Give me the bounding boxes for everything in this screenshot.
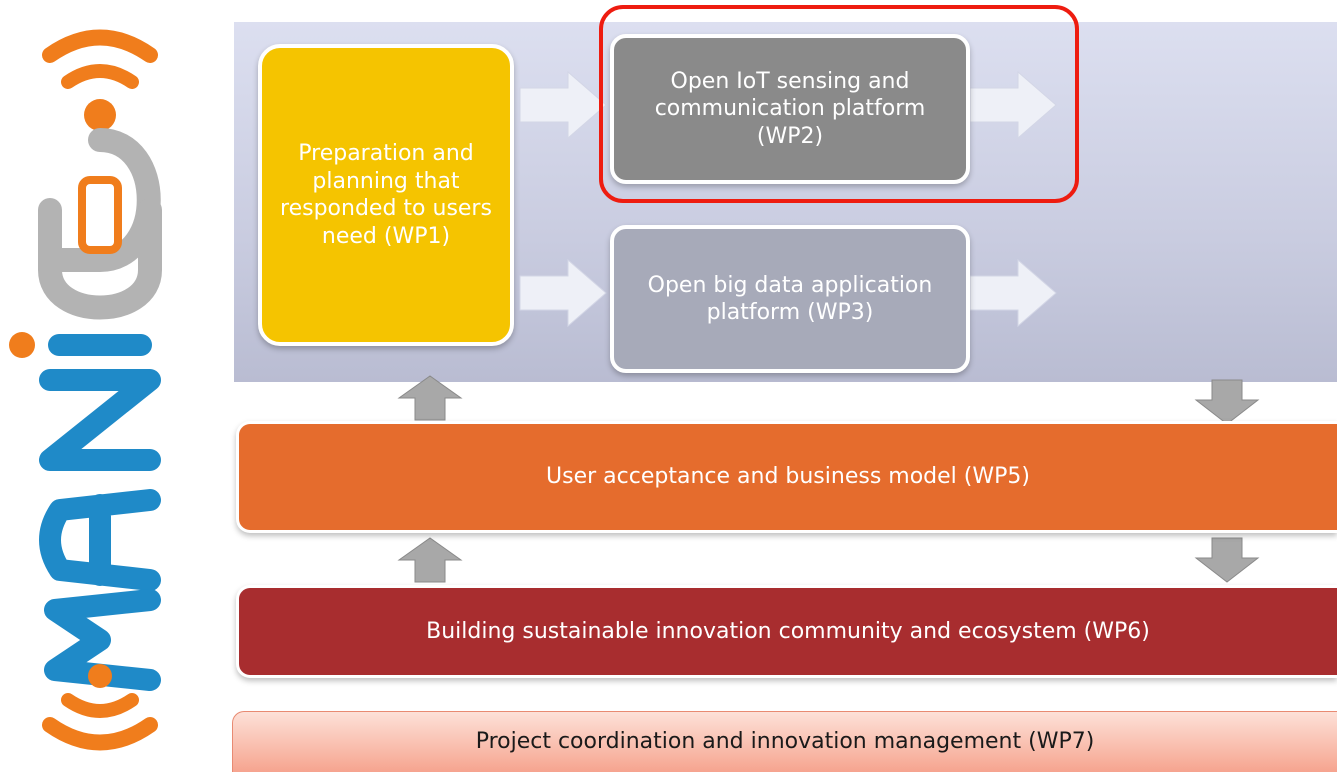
wp7-label: Project coordination and innovation mana… xyxy=(475,729,1095,755)
wp6-box: Building sustainable innovation communit… xyxy=(236,585,1337,678)
wp2-highlight-outline xyxy=(599,5,1079,203)
arrow-up-wp5-to-band-icon xyxy=(397,375,463,421)
wp3-label: Open big data application platform (WP3) xyxy=(647,272,933,326)
wp7-box: Project coordination and innovation mana… xyxy=(232,711,1337,772)
wp5-box: User acceptance and business model (WP5) xyxy=(236,421,1337,533)
arrow-down-band-to-wp5-icon xyxy=(1194,379,1260,425)
wp6-label: Building sustainable innovation communit… xyxy=(426,618,1150,644)
wp5-label: User acceptance and business model (WP5) xyxy=(546,464,1030,490)
arrow-down-wp5-to-wp6-icon xyxy=(1194,537,1260,583)
wp1-box: Preparation and planning that responded … xyxy=(258,44,514,346)
arrow-wp3-out-icon xyxy=(969,258,1057,328)
waziup-logo xyxy=(9,29,162,751)
arrow-up-wp6-to-wp5-icon xyxy=(397,537,463,583)
arrow-wp1-to-wp3-icon xyxy=(519,258,607,328)
wp2-box: Open IoT sensing and communication platf… xyxy=(610,34,970,184)
wp1-label: Preparation and planning that responded … xyxy=(280,141,492,249)
arrow-wp2-out-icon xyxy=(969,70,1057,140)
arrow-wp1-to-wp2-icon xyxy=(519,70,607,140)
wp3-box: Open big data application platform (WP3) xyxy=(610,225,970,373)
wp2-label: Open IoT sensing and communication platf… xyxy=(654,68,926,149)
